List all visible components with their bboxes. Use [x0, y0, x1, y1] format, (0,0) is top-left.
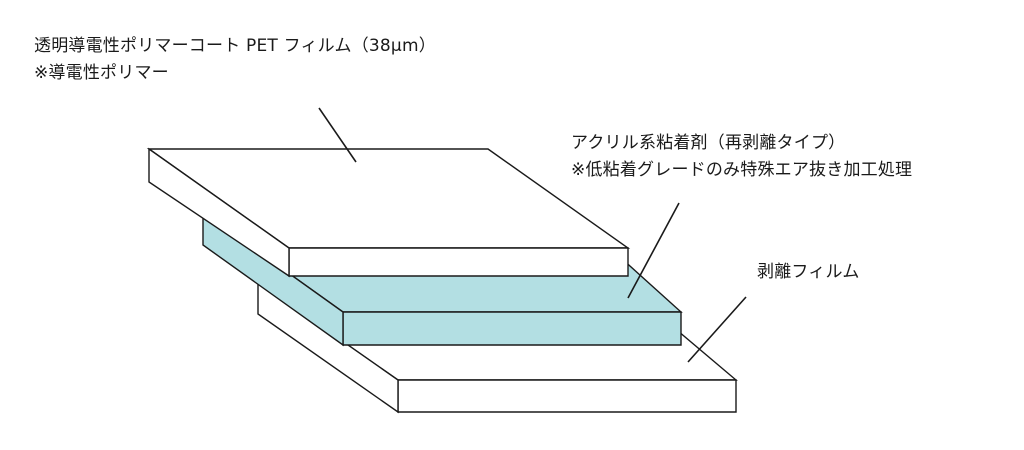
leader-line-adhesive — [627, 202, 680, 299]
adhesive-label: アクリル系粘着剤（再剥離タイプ） ※低粘着グレードのみ特殊エア抜き加工処理 — [571, 130, 912, 184]
adhesive-left-face — [202, 210, 344, 347]
leader-line-pet-film — [318, 107, 357, 163]
pet-film-layer — [146, 147, 631, 278]
release-film-label: 剥離フィルム — [757, 259, 860, 286]
adhesive-label-line2: ※低粘着グレードのみ特殊エア抜き加工処理 — [571, 160, 913, 180]
release-film-label-line1: 剥離フィルム — [757, 262, 860, 282]
pet-film-label-line1: 透明導電性ポリマーコート PET フィルム（38μm） — [34, 36, 436, 56]
leader-line-release-film — [687, 296, 747, 363]
release-film-front-face — [397, 379, 737, 413]
pet-film-front-face — [288, 247, 629, 277]
release-film-left-face — [257, 280, 399, 414]
adhesive-front-face — [342, 311, 682, 346]
pet-film-label-line2: ※導電性ポリマー — [34, 63, 169, 83]
pet-film-left-face — [148, 147, 290, 278]
pet-film-label: 透明導電性ポリマーコート PET フィルム（38μm） ※導電性ポリマー — [34, 33, 436, 87]
adhesive-label-line1: アクリル系粘着剤（再剥離タイプ） — [571, 133, 846, 153]
